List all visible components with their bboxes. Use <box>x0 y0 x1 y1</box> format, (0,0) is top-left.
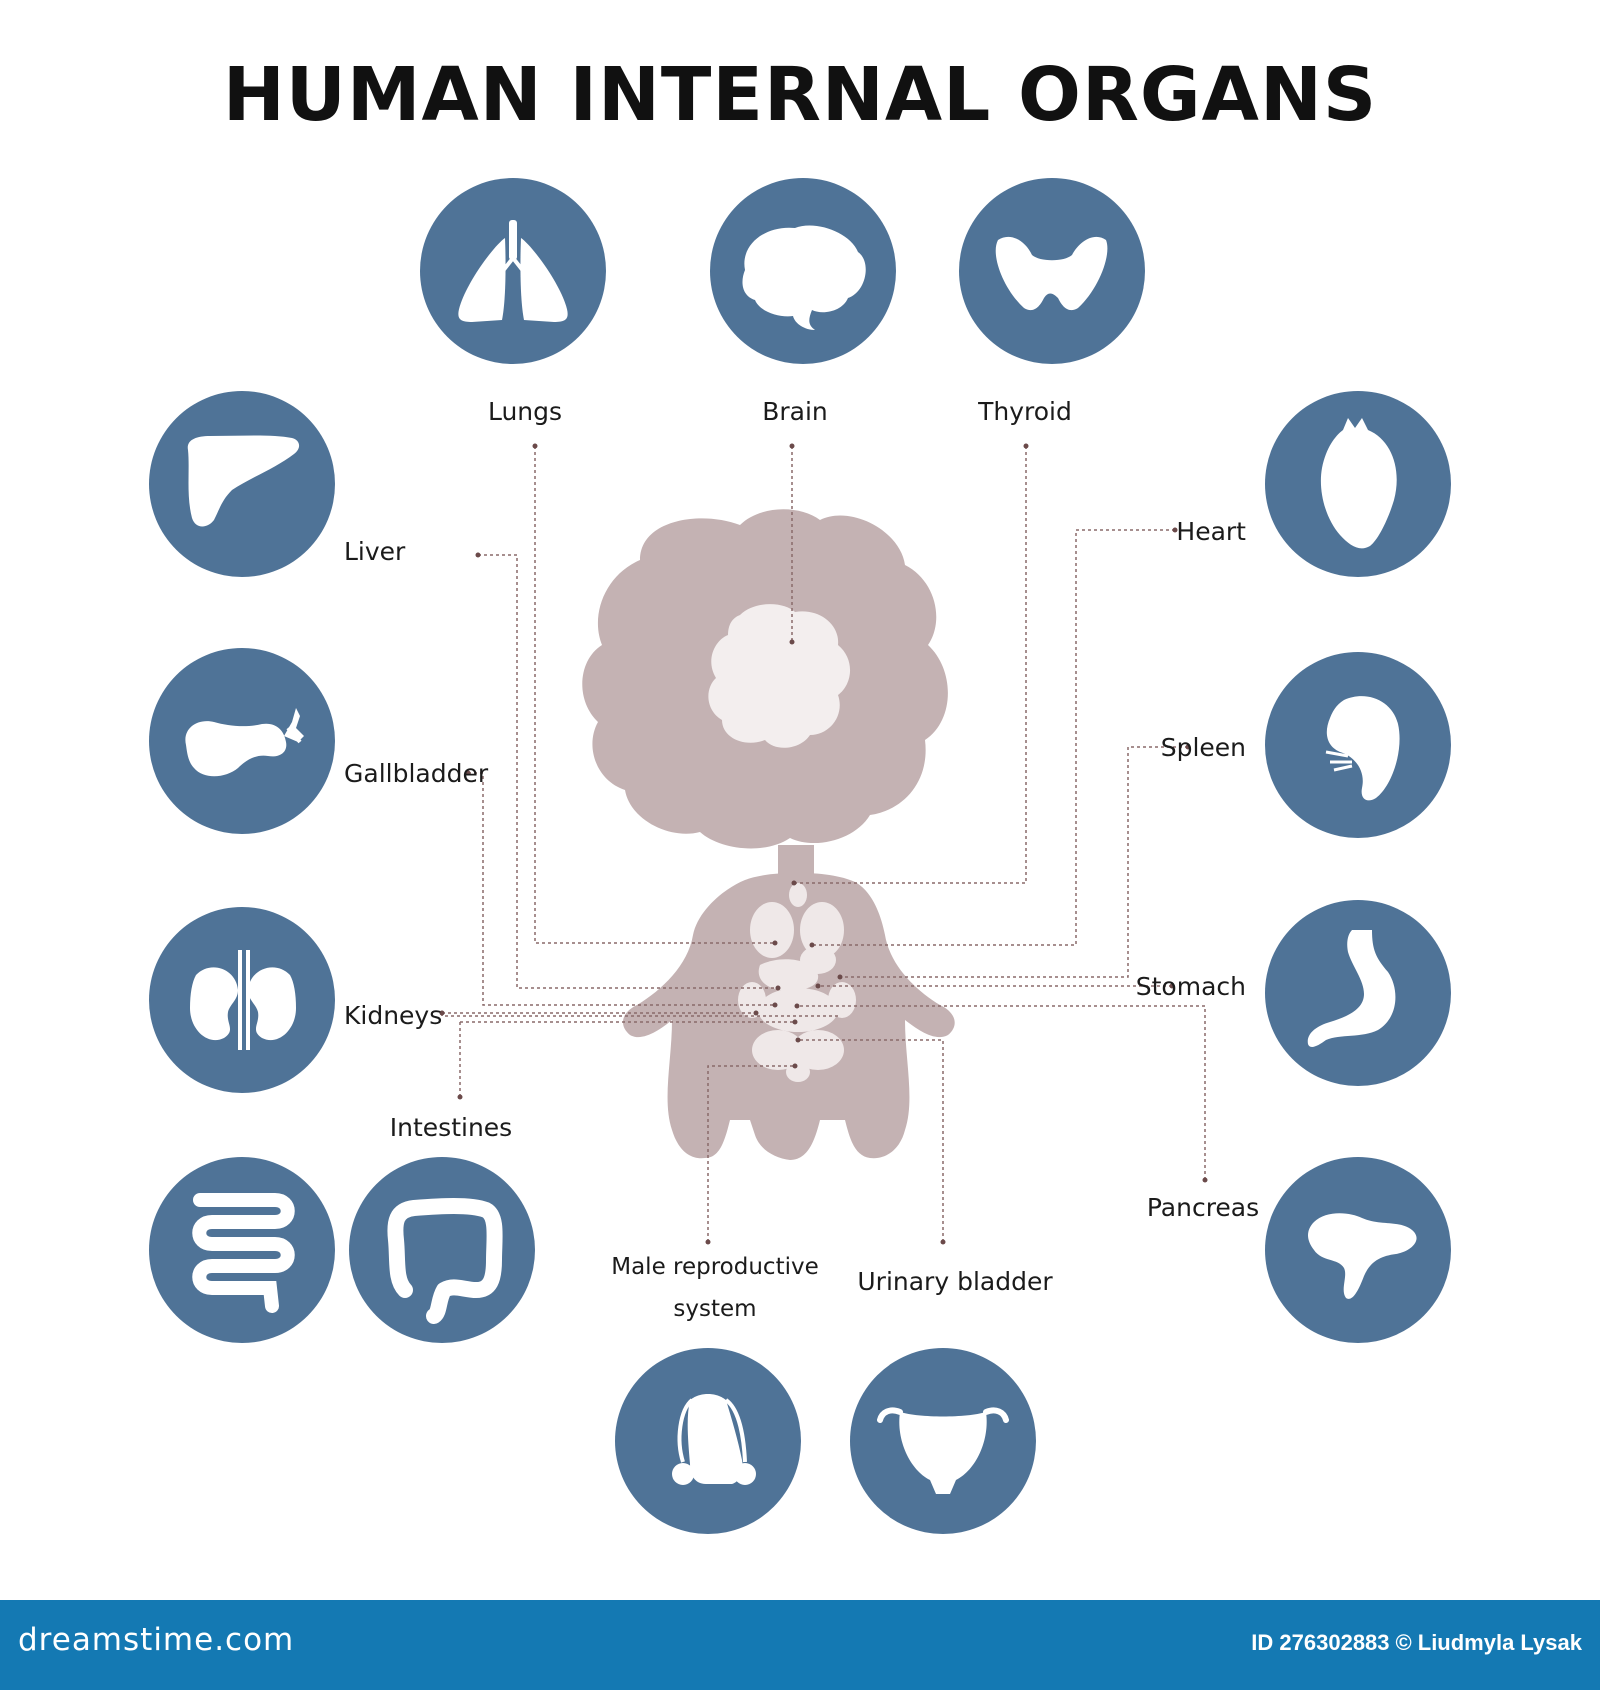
footer-brand[interactable]: dreamstime.com <box>18 1622 295 1658</box>
label-male-reproductive-line2: system <box>673 1296 756 1322</box>
heart-icon-badge <box>1265 391 1451 577</box>
label-kidneys: Kidneys <box>344 1001 442 1030</box>
large-intestine-icon-badge <box>349 1157 535 1343</box>
internal-organs <box>738 883 856 1082</box>
footer-author[interactable]: Liudmyla Lysak <box>1417 1630 1582 1655</box>
leader-lines <box>441 446 1206 1242</box>
male-reproductive-icon-badge <box>615 1348 801 1534</box>
male-reproductive-icon <box>672 1394 756 1485</box>
kidneys-icon-badge <box>149 907 335 1093</box>
page-title: HUMAN INTERNAL ORGANS <box>222 52 1378 138</box>
body-silhouette <box>582 509 955 1160</box>
label-stomach: Stomach <box>1136 972 1246 1001</box>
label-lungs: Lungs <box>488 397 562 426</box>
spleen-icon <box>1325 696 1400 801</box>
label-intestines: Intestines <box>390 1113 512 1142</box>
lungs-icon-badge <box>420 178 606 364</box>
kidneys-icon <box>190 950 296 1050</box>
pancreas-icon-badge <box>1265 1157 1451 1343</box>
label-heart: Heart <box>1176 517 1246 546</box>
spleen-icon-badge <box>1265 652 1451 838</box>
label-urinary-bladder: Urinary bladder <box>857 1267 1053 1296</box>
label-brain: Brain <box>762 397 828 426</box>
stomach-icon <box>1307 930 1396 1047</box>
label-gallbladder: Gallbladder <box>344 759 489 788</box>
label-pancreas: Pancreas <box>1147 1193 1259 1222</box>
urinary-bladder-icon <box>877 1407 1009 1494</box>
gallbladder-icon-badge <box>149 648 335 834</box>
icon-circle <box>1265 900 1451 1086</box>
organs-diagram: Lungs Brain Thyroid Liver Heart Gallblad… <box>149 178 1451 1534</box>
pancreas-icon <box>1308 1213 1417 1299</box>
stomach-icon-badge <box>1265 900 1451 1086</box>
thyroid-icon <box>995 236 1108 311</box>
small-intestine-icon <box>192 1193 295 1313</box>
heart-icon <box>1320 418 1397 549</box>
label-thyroid: Thyroid <box>977 397 1072 426</box>
liver-icon <box>187 435 300 527</box>
label-liver: Liver <box>344 537 406 566</box>
label-spleen: Spleen <box>1161 733 1246 762</box>
footer-credit: ID 276302883©Liudmyla Lysak <box>1245 1630 1582 1656</box>
leader-dots <box>439 443 1208 1245</box>
brain-icon-badge <box>710 178 896 364</box>
large-intestine-icon <box>387 1198 503 1324</box>
face <box>708 604 851 748</box>
lungs-icon <box>458 220 568 322</box>
liver-icon-badge <box>149 391 335 577</box>
footer-id: ID 276302883 <box>1251 1630 1390 1655</box>
label-male-reproductive-line1: Male reproductive <box>611 1254 819 1280</box>
footer-bar: dreamstime.com ID 276302883©Liudmyla Lys… <box>0 1600 1600 1690</box>
thyroid-icon-badge <box>959 178 1145 364</box>
small-intestine-icon-badge <box>149 1157 335 1343</box>
icon-circle <box>149 391 335 577</box>
gallbladder-icon <box>185 708 304 777</box>
urinary-bladder-icon-badge <box>850 1348 1036 1534</box>
brain-icon <box>742 225 866 330</box>
copyright-icon: © <box>1395 1630 1412 1655</box>
icon-circle <box>420 178 606 364</box>
